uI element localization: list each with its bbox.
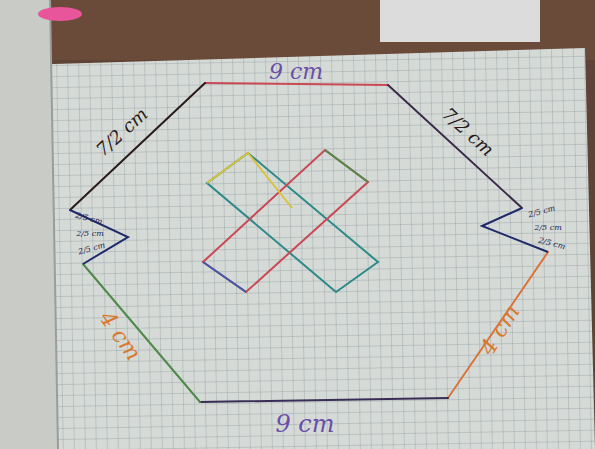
dimension-label: 9 cm xyxy=(275,412,334,436)
dimension-label: 2/5 cm xyxy=(534,224,561,232)
paper-sheet xyxy=(380,0,540,42)
dimension-label: 2/5 cm xyxy=(76,230,103,238)
left-notch xyxy=(70,210,128,264)
hexagon xyxy=(70,83,548,402)
marker xyxy=(38,7,82,21)
graph-paper xyxy=(20,48,595,449)
notebook-cover xyxy=(0,0,58,449)
page-edge xyxy=(50,0,58,449)
cross-net xyxy=(203,150,378,292)
dimension-label: 9 cm xyxy=(269,61,323,83)
